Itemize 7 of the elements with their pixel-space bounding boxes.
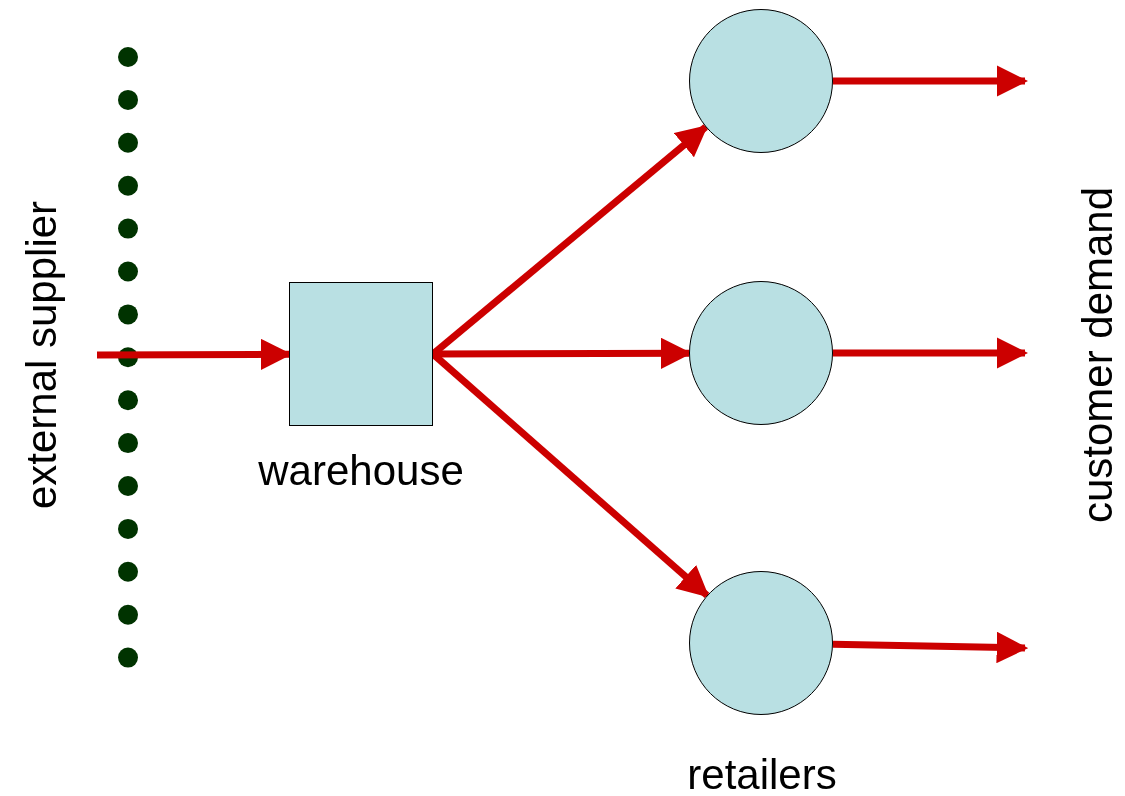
group-label: retailers [687, 754, 837, 796]
side-label: customer demand [1077, 186, 1119, 524]
side-label: external supplier [21, 200, 63, 510]
arrow [833, 337, 1029, 369]
arrow [832, 631, 1029, 664]
node-label: warehouse [258, 450, 464, 492]
arrow [833, 65, 1029, 97]
